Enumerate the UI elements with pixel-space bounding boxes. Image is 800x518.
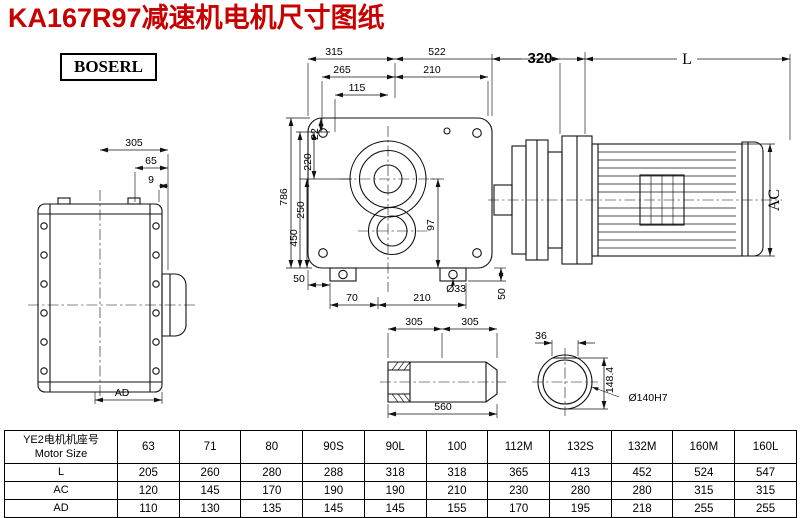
page-title: KA167R97减速机电机尺寸图纸 bbox=[8, 3, 385, 33]
value-cell: 120 bbox=[117, 481, 180, 500]
size-col: 71 bbox=[178, 430, 242, 464]
dim-shaft-560: 560 bbox=[434, 401, 452, 413]
motor-size-table: YE2电机机座号 Motor Size 63 71 80 90S 90L 100… bbox=[4, 430, 797, 518]
value-cell: 280 bbox=[549, 481, 612, 500]
dim-end-1484: 148.4 bbox=[604, 367, 616, 393]
dim-side-305: 305 bbox=[125, 137, 143, 149]
value-cell: 315 bbox=[734, 481, 797, 500]
value-cell: 145 bbox=[178, 481, 242, 500]
value-cell: 315 bbox=[672, 481, 736, 500]
dim-end-d140: Ø140H7 bbox=[628, 392, 667, 404]
brand-logo: BOSERL bbox=[60, 53, 157, 81]
table-row-AD: AD 110 130 135 145 145 155 170 195 218 2… bbox=[4, 499, 797, 518]
value-cell: 195 bbox=[549, 499, 612, 518]
value-cell: 230 bbox=[487, 481, 551, 500]
header-line-en: Motor Size bbox=[34, 448, 88, 460]
dim-front-210-bottom: 210 bbox=[413, 292, 431, 304]
dim-front-97: 97 bbox=[425, 219, 437, 231]
value-cell: 255 bbox=[734, 499, 797, 518]
dim-front-265: 265 bbox=[333, 64, 351, 76]
table-row-AC: AC 120 145 170 190 190 210 230 280 280 3… bbox=[4, 481, 797, 500]
front-view: 315 522 265 210 115 786 450 250 220 22 bbox=[278, 46, 561, 309]
dim-front-115: 115 bbox=[349, 82, 366, 94]
value-cell: 255 bbox=[672, 499, 736, 518]
dim-front-522: 522 bbox=[428, 46, 446, 58]
dim-motor-320: 320 bbox=[527, 50, 552, 67]
size-col: 63 bbox=[117, 430, 180, 464]
row-label: AD bbox=[4, 499, 118, 518]
dim-front-70: 70 bbox=[346, 292, 358, 304]
size-col: 132M bbox=[610, 430, 674, 464]
table-header-row: YE2电机机座号 Motor Size 63 71 80 90S 90L 100… bbox=[4, 430, 797, 464]
value-cell: 190 bbox=[302, 481, 365, 500]
side-view: 305 65 9 AD bbox=[28, 137, 198, 404]
size-col: 132S bbox=[549, 430, 612, 464]
dim-motor-L: L bbox=[682, 51, 692, 68]
value-cell: 135 bbox=[240, 499, 304, 518]
value-cell: 547 bbox=[734, 463, 797, 482]
value-cell: 280 bbox=[610, 481, 674, 500]
value-cell: 413 bbox=[549, 463, 612, 482]
technical-drawing: 305 65 9 AD bbox=[28, 46, 791, 418]
value-cell: 280 bbox=[240, 463, 304, 482]
table-header-motor-size: YE2电机机座号 Motor Size bbox=[4, 430, 118, 464]
value-cell: 288 bbox=[302, 463, 365, 482]
size-col: 160M bbox=[672, 430, 736, 464]
value-cell: 170 bbox=[487, 499, 551, 518]
value-cell: 524 bbox=[672, 463, 736, 482]
size-col: 100 bbox=[425, 430, 489, 464]
shaft-end-view: 36 148.4 Ø140H7 bbox=[532, 330, 668, 416]
shaft-view: 305 305 560 bbox=[380, 316, 506, 418]
value-cell: 318 bbox=[363, 463, 427, 482]
size-col: 90S bbox=[302, 430, 365, 464]
value-cell: 452 bbox=[610, 463, 674, 482]
value-cell: 205 bbox=[117, 463, 180, 482]
value-cell: 365 bbox=[487, 463, 551, 482]
value-cell: 155 bbox=[425, 499, 489, 518]
value-cell: 145 bbox=[363, 499, 427, 518]
dim-side-9: 9 bbox=[148, 174, 154, 186]
value-cell: 210 bbox=[425, 481, 489, 500]
value-cell: 260 bbox=[178, 463, 242, 482]
dim-front-250: 250 bbox=[295, 201, 307, 219]
value-cell: 130 bbox=[178, 499, 242, 518]
dim-shaft-305b: 305 bbox=[461, 316, 479, 328]
dim-front-786: 786 bbox=[278, 188, 290, 206]
dim-front-d33: Ø33 bbox=[446, 283, 466, 295]
dim-front-220: 220 bbox=[302, 153, 314, 171]
value-cell: 110 bbox=[117, 499, 180, 518]
value-cell: 145 bbox=[302, 499, 365, 518]
value-cell: 318 bbox=[425, 463, 489, 482]
table-row-L: L 205 260 280 288 318 318 365 413 452 52… bbox=[4, 463, 797, 482]
size-col: 112M bbox=[487, 430, 551, 464]
dim-motor-AC: AC bbox=[766, 189, 783, 211]
dim-front-50-left: 50 bbox=[293, 273, 305, 285]
dim-front-315: 315 bbox=[325, 46, 343, 58]
size-col: 90L bbox=[363, 430, 427, 464]
value-cell: 190 bbox=[363, 481, 427, 500]
size-col: 80 bbox=[240, 430, 304, 464]
value-cell: 170 bbox=[240, 481, 304, 500]
motor-view: 320 L bbox=[488, 50, 791, 265]
dim-front-210-top: 210 bbox=[423, 64, 441, 76]
row-label: AC bbox=[4, 481, 118, 500]
dim-front-50-right: 50 bbox=[496, 288, 508, 300]
dim-shaft-305a: 305 bbox=[405, 316, 423, 328]
dim-front-450: 450 bbox=[288, 229, 300, 247]
dim-front-22: 22 bbox=[309, 128, 321, 140]
dim-side-65: 65 bbox=[145, 155, 157, 167]
size-col: 160L bbox=[734, 430, 797, 464]
dim-end-36: 36 bbox=[535, 330, 547, 342]
value-cell: 218 bbox=[610, 499, 674, 518]
row-label: L bbox=[4, 463, 118, 482]
dim-side-ad: AD bbox=[115, 387, 130, 399]
header-line-cn: YE2电机机座号 bbox=[23, 433, 99, 446]
